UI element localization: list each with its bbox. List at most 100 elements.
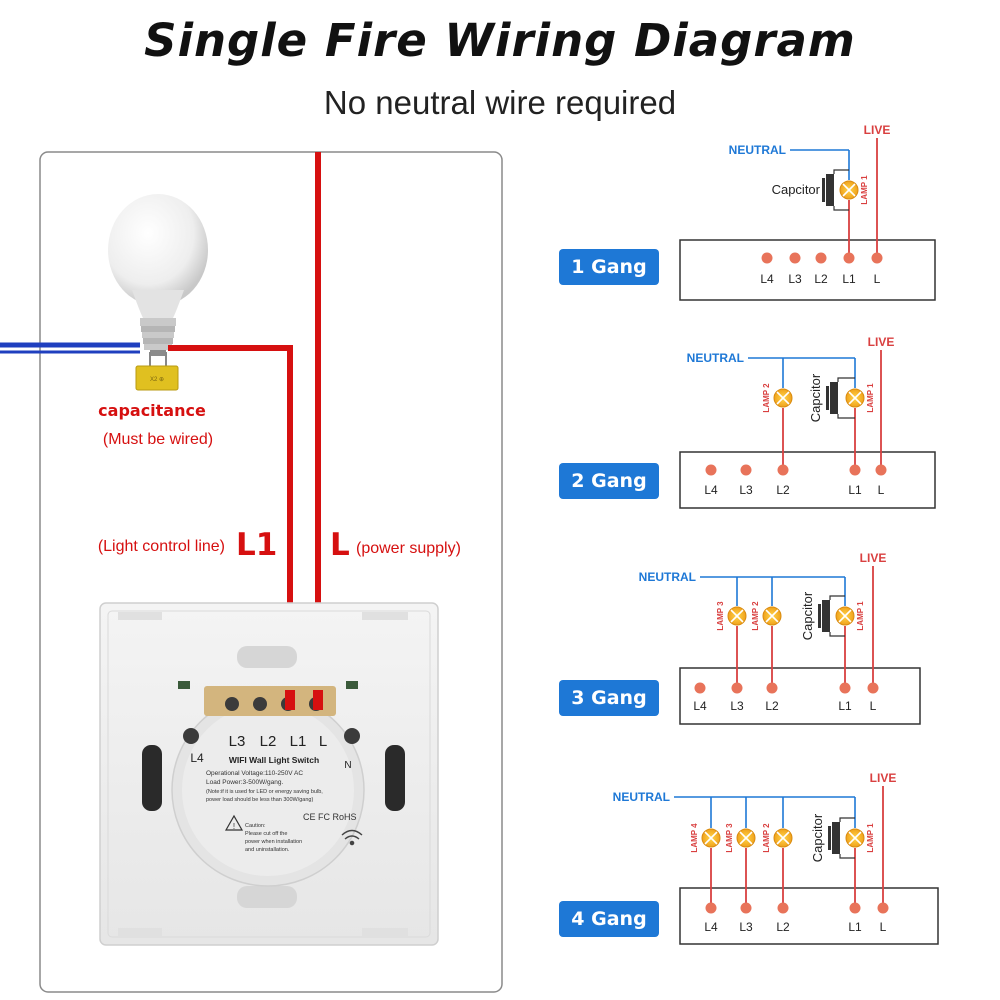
spec-voltage: Operational Voltage:110-250V AC xyxy=(206,770,303,777)
terminal-box xyxy=(679,887,939,945)
terminal-dot xyxy=(877,902,889,914)
lamp-cross xyxy=(776,391,790,405)
lamp-cross xyxy=(848,391,862,405)
capacitor-plate xyxy=(828,826,831,850)
terminal-label: L1 xyxy=(848,483,862,497)
live-label: LIVE xyxy=(868,335,895,349)
capacitor-label: Capcitor xyxy=(772,182,821,197)
lamp-label: LAMP 2 xyxy=(762,823,771,853)
power-supply-label: (power supply) xyxy=(356,540,461,557)
terminal-label: L1 xyxy=(838,699,852,713)
terminal-dot xyxy=(766,682,778,694)
terminal-dot xyxy=(705,464,717,476)
live-label: LIVE xyxy=(870,771,897,785)
terminal-label-l4: L4 xyxy=(190,751,204,765)
lamp-label: LAMP 1 xyxy=(866,823,875,853)
caution-title: Caution: xyxy=(245,823,266,829)
capacitor-lead xyxy=(833,169,849,174)
terminal-dot xyxy=(839,682,851,694)
wifi-icon xyxy=(341,829,363,846)
lamp-cross xyxy=(848,831,862,845)
capacitor-plate xyxy=(818,604,821,628)
capacitor-label: Capcitor xyxy=(808,373,823,422)
terminal-box xyxy=(679,239,936,301)
terminal-dot xyxy=(843,252,855,264)
terminal-label: L xyxy=(874,272,881,286)
terminal-label: L4 xyxy=(704,483,718,497)
l-label: L xyxy=(330,527,350,563)
page-title: Single Fire Wiring Diagram xyxy=(144,14,856,67)
neutral-label: NEUTRAL xyxy=(729,143,786,157)
capacitor-lead xyxy=(839,817,855,822)
live-label: LIVE xyxy=(864,123,891,137)
light-control-line-label: (Light control line) xyxy=(98,538,225,555)
terminal-label: L1 xyxy=(848,920,862,934)
capacitance-note: (Must be wired) xyxy=(103,431,213,448)
neutral-label: NEUTRAL xyxy=(613,790,670,804)
terminal-label: L3 xyxy=(730,699,744,713)
terminal-label: L xyxy=(878,483,885,497)
capacitance-label: capacitance xyxy=(98,401,206,420)
terminal-dot xyxy=(871,252,883,264)
capacitor-lead xyxy=(829,632,845,637)
svg-text:!: ! xyxy=(233,822,235,831)
lamp-cross xyxy=(730,609,744,623)
terminal-dot xyxy=(761,252,773,264)
terminal-label: L xyxy=(880,920,887,934)
l1-wire-end xyxy=(285,690,295,710)
live-label: LIVE xyxy=(860,551,887,565)
neutral-label: NEUTRAL xyxy=(687,351,744,365)
terminal-dot xyxy=(867,682,879,694)
lamp-cross xyxy=(765,609,779,623)
lamp-cross xyxy=(838,609,852,623)
terminal-dot xyxy=(777,902,789,914)
spec-note-2: power load should be less than 300W/gang… xyxy=(206,797,313,803)
terminal-label: L4 xyxy=(693,699,707,713)
caution-line-1: Please cut off the xyxy=(245,831,287,837)
spec-load: Load Power:3-500W/gang. xyxy=(206,779,284,786)
lamp-label: LAMP 3 xyxy=(716,601,725,631)
terminal-dot xyxy=(731,682,743,694)
terminal-dot xyxy=(705,902,717,914)
terminal-dot xyxy=(740,902,752,914)
terminal-dot xyxy=(789,252,801,264)
l1-label: L1 xyxy=(236,527,277,563)
caution-line-3: and uninstallation. xyxy=(245,847,290,853)
terminal-label: L4 xyxy=(704,920,718,934)
terminal-label: L1 xyxy=(842,272,856,286)
terminal-label: L xyxy=(870,699,877,713)
l-wire-end xyxy=(313,690,323,710)
gang-badge-2: 2 Gang xyxy=(559,463,659,499)
capacitor-lead xyxy=(837,377,855,382)
terminal-label-l: L xyxy=(319,733,327,750)
lamp-cross xyxy=(704,831,718,845)
terminal-label-l1: L1 xyxy=(290,733,307,750)
capacitor-icon xyxy=(830,382,838,414)
lamp-cross xyxy=(739,831,753,845)
terminal-label-l3: L3 xyxy=(229,733,246,750)
capacitor-lead xyxy=(829,595,845,600)
capacitor-label: Capcitor xyxy=(810,813,825,862)
lamp-label: LAMP 2 xyxy=(751,601,760,631)
gang-badge-4: 4 Gang xyxy=(559,901,659,937)
lamp-label: LAMP 1 xyxy=(856,601,865,631)
terminal-label: L3 xyxy=(788,272,802,286)
lamp-label: LAMP 1 xyxy=(860,175,869,205)
caution-line-2: power when installation xyxy=(245,839,302,845)
light-bulb-icon xyxy=(108,194,208,356)
terminal-dot xyxy=(849,902,861,914)
capacitor-icon xyxy=(822,600,830,632)
capacitor-plate xyxy=(822,178,825,202)
capacitor-lead xyxy=(837,414,855,419)
terminal-label: L2 xyxy=(776,920,790,934)
left-panel: X2 ⊕ capacitance (Must be wired) (Light … xyxy=(0,151,503,993)
terminal-label: L2 xyxy=(776,483,790,497)
neutral-label: NEUTRAL xyxy=(639,570,696,584)
lamp-control-wire xyxy=(168,345,293,700)
capacitor-plate xyxy=(826,386,829,410)
svg-text:X2 ⊕: X2 ⊕ xyxy=(150,377,164,383)
lamp-label: LAMP 2 xyxy=(762,383,771,413)
